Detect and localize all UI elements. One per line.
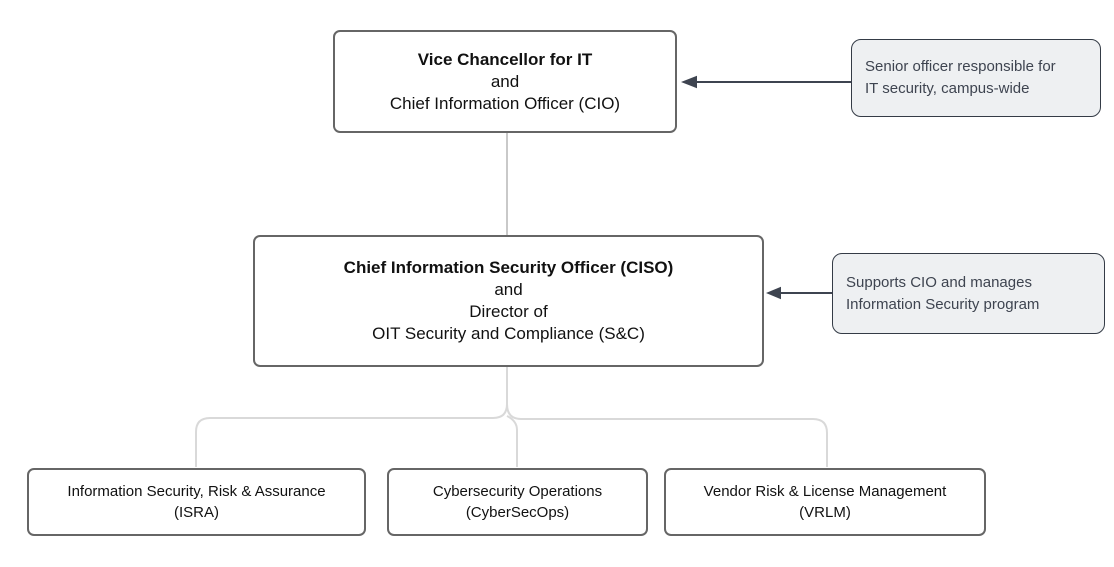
node-line: (CyberSecOps) [465, 504, 570, 521]
note-line: IT security, campus-wide [865, 80, 1030, 97]
node-line: Vendor Risk & License Management [703, 483, 947, 500]
node-line: Information Security, Risk & Assurance [67, 483, 326, 500]
arrow-head-icon [766, 286, 781, 300]
node-cybersecops[interactable]: Cybersecurity Operations (CyberSecOps) [387, 468, 648, 536]
annotation-note-cio[interactable]: Senior officer responsible for IT securi… [851, 39, 1101, 117]
note-line: Senior officer responsible for [865, 58, 1056, 75]
branch-right-vrlm [506, 367, 828, 467]
node-ciso-director[interactable]: Chief Information Security Officer (CISO… [253, 235, 764, 367]
node-vrlm[interactable]: Vendor Risk & License Management (VRLM) [664, 468, 986, 536]
branch-middle-cybersecops [506, 415, 518, 467]
node-vice-chancellor-cio[interactable]: Vice Chancellor for IT and Chief Informa… [333, 30, 677, 133]
node-line: and [490, 71, 520, 91]
node-line: Chief Information Officer (CIO) [389, 93, 621, 113]
annotation-note-ciso[interactable]: Supports CIO and manages Information Sec… [832, 253, 1105, 334]
node-line: OIT Security and Compliance (S&C) [372, 324, 645, 343]
node-title: Vice Chancellor for IT [417, 49, 593, 69]
node-line: (ISRA) [174, 504, 219, 521]
node-line: and [494, 280, 523, 299]
branch-left-isra [195, 367, 508, 467]
note-line: Supports CIO and manages [846, 273, 1032, 291]
node-line: Director of [469, 302, 548, 321]
node-line: Cybersecurity Operations [432, 483, 603, 500]
arrow-head-icon [681, 75, 697, 89]
node-title: Chief Information Security Officer (CISO… [343, 258, 674, 277]
node-line: (VRLM) [799, 504, 851, 521]
note-line: Information Security program [846, 295, 1040, 313]
node-isra[interactable]: Information Security, Risk & Assurance (… [27, 468, 366, 536]
